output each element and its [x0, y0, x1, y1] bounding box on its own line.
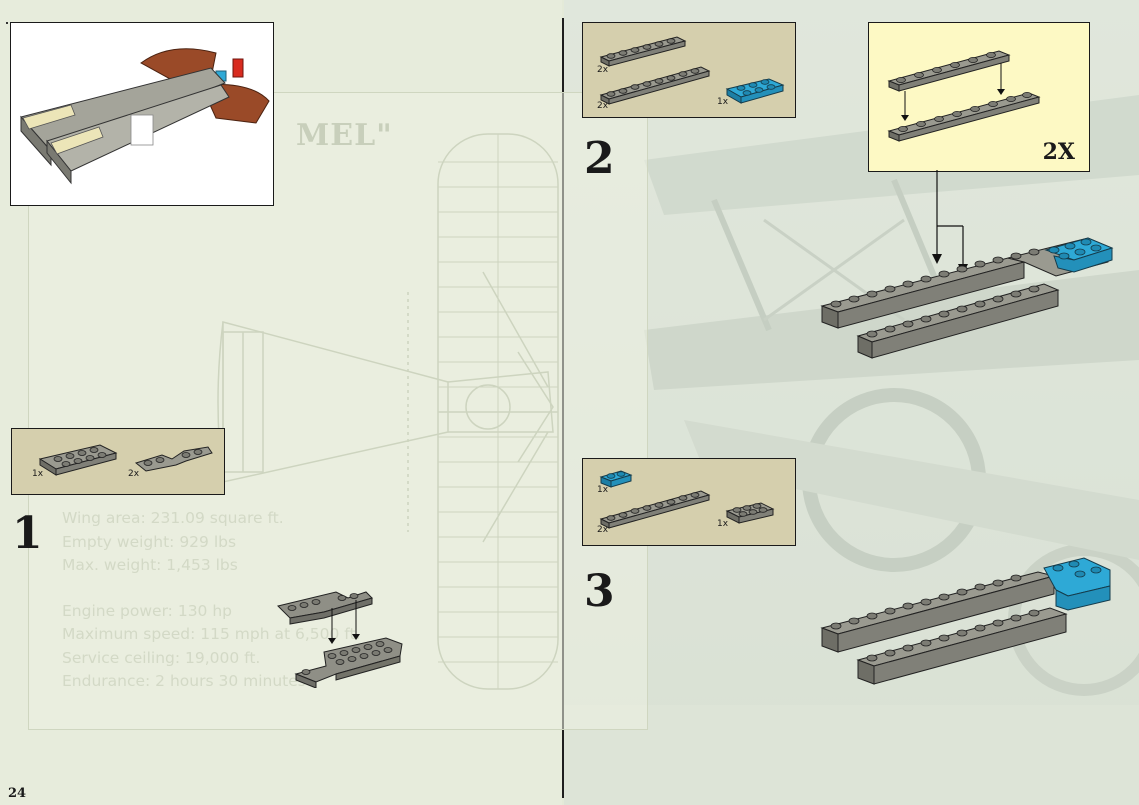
spec-line: Engine power: 130 hp	[62, 601, 233, 620]
part-qty: 2x	[597, 525, 609, 535]
spec-line: Maximum speed: 115 mph at 6,500 ft.	[62, 625, 361, 643]
step1-assembly-image	[277, 591, 403, 688]
model-preview-box	[10, 22, 274, 206]
assembly-multiplier: 2X	[1042, 139, 1075, 165]
step3-assembly-image	[820, 557, 1111, 685]
part-qty: 1x	[32, 469, 44, 479]
part-qty: 1x	[597, 485, 609, 495]
sub-assembly-callout: 2X	[868, 22, 1090, 172]
print-dot	[6, 22, 8, 24]
spec-line: Wing area: 231.09 square ft.	[62, 509, 284, 527]
sub-assembly-image	[887, 50, 1041, 142]
part-qty: 2x	[597, 101, 609, 111]
step2-parts-list: 2x 2x 1x	[582, 22, 796, 118]
step2-parts-image	[599, 36, 785, 105]
biplane-blueprint-drawing	[217, 133, 559, 690]
step-number-2: 2	[584, 133, 615, 184]
background-biplane-photo	[564, 0, 1139, 805]
step2-assembly-image	[820, 237, 1114, 359]
model-preview-image	[20, 48, 270, 185]
step-number-3: 3	[584, 566, 615, 617]
page-number: 24	[8, 786, 27, 801]
step3-parts-image	[599, 470, 775, 529]
step3-parts-list: 1x 2x 1x	[582, 458, 796, 546]
spec-line: Service ceiling: 19,000 ft.	[62, 648, 261, 667]
part-qty: 1x	[717, 97, 729, 107]
part-qty: 2x	[128, 469, 140, 479]
part-qty: 2x	[597, 65, 609, 75]
part-qty: 1x	[717, 519, 729, 529]
aircraft-specs: Wing area: 231.09 square ft. Empty weigh…	[62, 507, 360, 694]
spec-line: Max. weight: 1,453 lbs	[62, 556, 238, 574]
aircraft-title: MEL"	[296, 118, 393, 153]
step1-parts-image	[38, 444, 213, 476]
step1-parts-list: 1x 2x	[11, 428, 225, 495]
spec-line: Endurance: 2 hours 30 minutes	[62, 672, 306, 690]
step-number-1: 1	[12, 508, 43, 559]
spec-line: Empty weight: 929 lbs	[62, 532, 237, 551]
